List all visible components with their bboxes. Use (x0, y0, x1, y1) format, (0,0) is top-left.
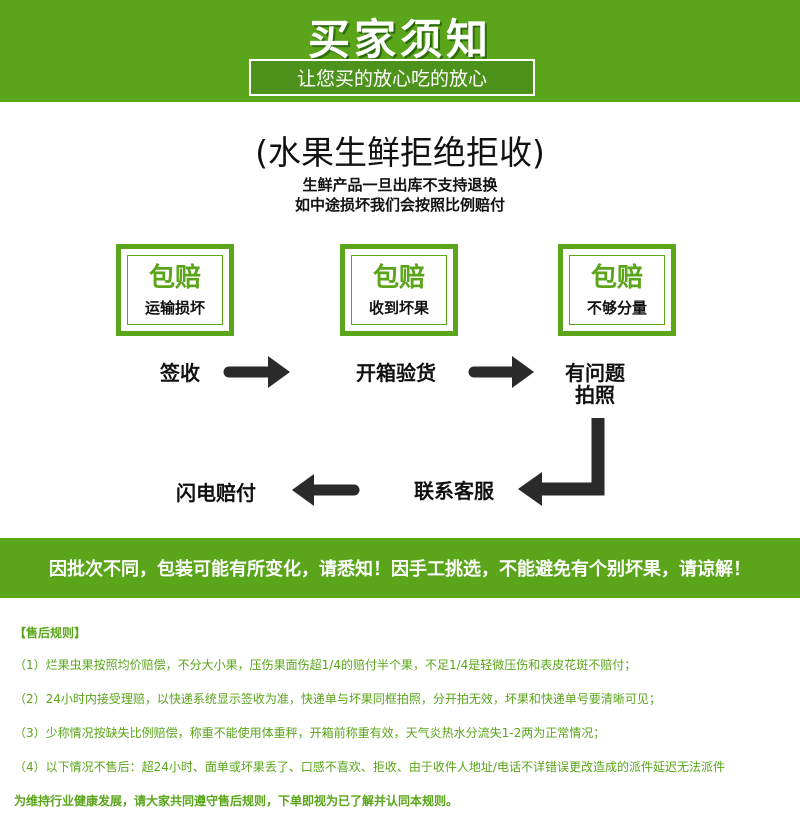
card-inner-border (127, 255, 223, 325)
card-title: 包赔 (148, 263, 201, 293)
step-sign: 签收 (160, 361, 200, 385)
rule-item: （4）以下情况不售后：超24小时、面单或坏果丢了、口感不喜欢、拒收、由于收件人地… (14, 760, 725, 774)
subtitle-box: 让您买的放心吃的放心 (249, 59, 535, 96)
rules-title: 【售后规则】 (14, 626, 87, 640)
arrow-right-icon (468, 356, 534, 388)
step-contact-service: 联系客服 (414, 479, 494, 503)
card-text: 不够分量 (586, 299, 647, 317)
policy-note-2: 如中途损坏我们会按照比例赔付 (294, 196, 505, 214)
step-open-box: 开箱验货 (356, 361, 436, 385)
policy-note-1: 生鲜产品一旦出库不支持退换 (302, 176, 498, 194)
step-photo-line2: 拍照 (575, 383, 615, 407)
step-photo: 有问题 拍照 (545, 362, 645, 406)
card-text: 运输损坏 (144, 299, 205, 317)
rule-item: （3）少称情况按缺失比例赔偿，称重不能使用体重秤，开箱前称重有效，天气炎热水分流… (14, 726, 606, 740)
notice-banner-text: 因批次不同，包装可能有所变化，请悉知！因手工挑选，不能避免有个别坏果，请谅解！ (49, 559, 751, 580)
guarantee-card-transport: 包赔 运输损坏 (116, 244, 234, 336)
guarantee-card-weight: 包赔 不够分量 (558, 244, 676, 336)
guarantee-card-bad-fruit: 包赔 收到坏果 (340, 244, 458, 336)
card-title: 包赔 (590, 263, 643, 293)
rule-item: （1）烂果虫果按照均价赔偿，不分大小果，压伤果面伤超1/4的赔付半个果，不足1/… (14, 658, 637, 672)
headline: (水果生鲜拒绝拒收) (255, 133, 545, 172)
arrow-down-left-icon (518, 418, 605, 506)
header-banner: 买家须知 让您买的放心吃的放心 (0, 0, 800, 102)
rules-footer: 为维持行业健康发展，请大家共同遵守售后规则，下单即视为已了解并认同本规则。 (14, 794, 459, 808)
step-fast-payout: 闪电赔付 (176, 481, 256, 505)
card-title: 包赔 (372, 263, 425, 293)
subtitle-text: 让您买的放心吃的放心 (296, 68, 487, 90)
notice-banner: 因批次不同，包装可能有所变化，请悉知！因手工挑选，不能避免有个别坏果，请谅解！ (0, 538, 800, 598)
arrow-right-icon (223, 356, 290, 388)
card-text: 收到坏果 (368, 299, 429, 317)
arrow-left-icon (292, 474, 360, 506)
step-photo-line1: 有问题 (565, 361, 625, 385)
card-inner-border (351, 255, 447, 325)
page-title: 买家须知 (307, 15, 492, 64)
rule-item: （2）24小时内接受理赔，以快递系统显示签收为准，快递单与坏果同框拍照，分开拍无… (14, 692, 661, 706)
card-inner-border (569, 255, 665, 325)
